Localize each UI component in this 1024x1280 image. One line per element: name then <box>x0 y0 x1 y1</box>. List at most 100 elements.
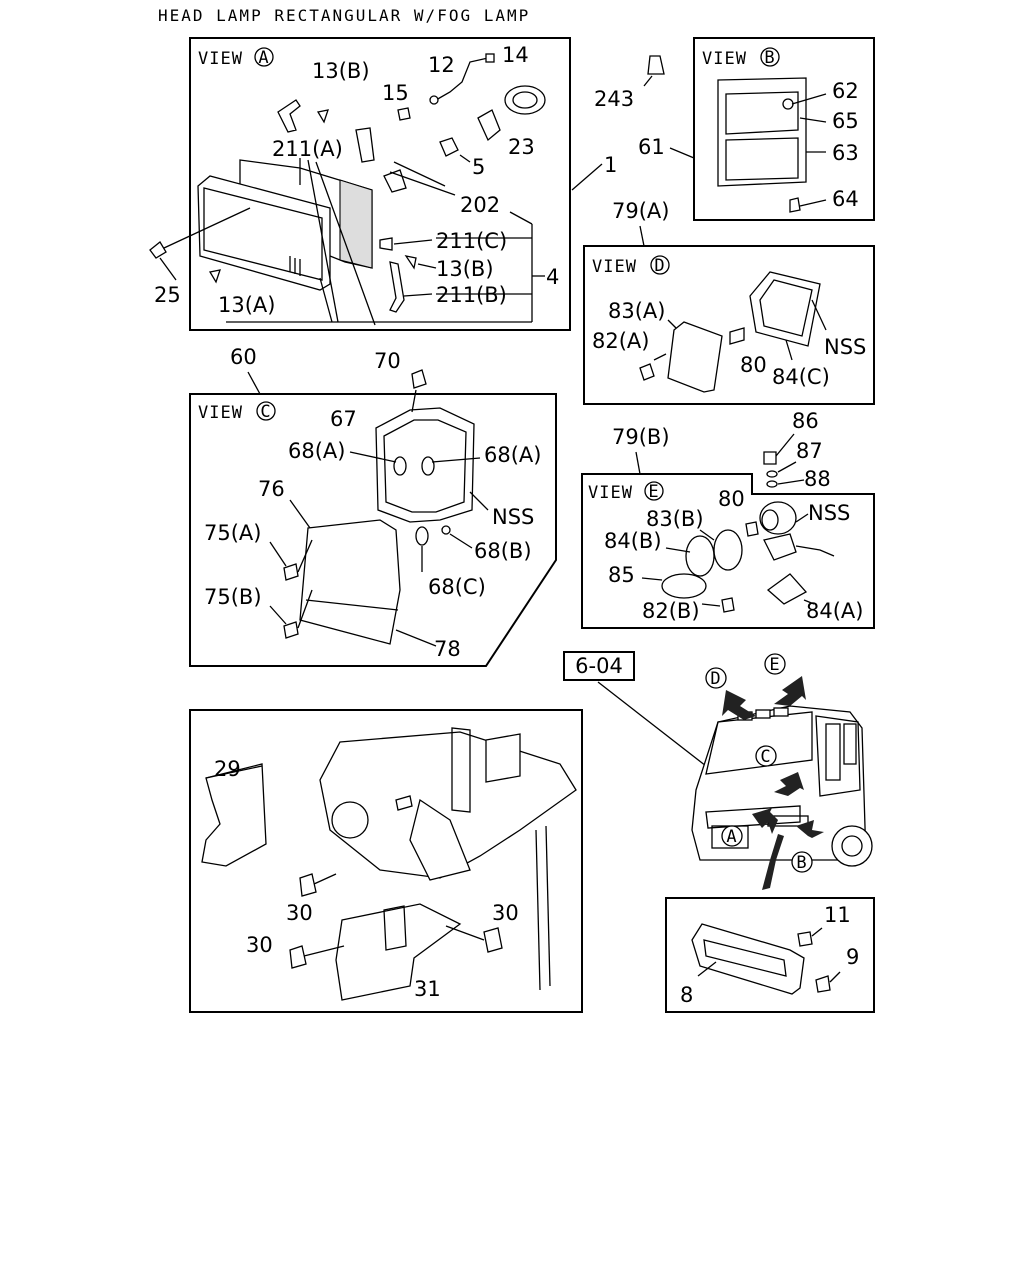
boot-83b-part <box>713 529 743 571</box>
bracket-211a-part <box>277 99 301 133</box>
mounting-panel: 29 30 30 30 31 <box>189 709 583 1013</box>
clip-13b-part <box>316 109 329 124</box>
label-60: 60 <box>230 345 257 369</box>
label-79b: 79(B) <box>612 425 670 449</box>
label-243: 243 <box>594 87 634 111</box>
label-11: 11 <box>824 903 851 927</box>
label-62: 62 <box>832 79 859 103</box>
label-65: 65 <box>832 109 859 133</box>
diagram-title: HEAD LAMP RECTANGULAR W/FOG LAMP <box>158 6 530 25</box>
label-14: 14 <box>502 43 529 67</box>
ring-84b-part <box>685 535 715 577</box>
truck-illustration: D E C A B <box>691 653 873 890</box>
label-86: 86 <box>792 409 819 433</box>
label-25: 25 <box>154 283 181 307</box>
cable-12-part <box>435 57 489 101</box>
reference-label: 6-04 <box>575 654 623 678</box>
label-13b: 13(B) <box>436 257 494 281</box>
label-5: 5 <box>472 155 485 179</box>
label-c-nss: NSS <box>492 505 534 529</box>
bulb-5-part <box>439 137 459 157</box>
bracket-31-part <box>335 903 462 1001</box>
label-78: 78 <box>434 637 461 661</box>
view-a-letter: A <box>258 48 269 68</box>
bezel-8-part <box>691 923 805 995</box>
headlamp-assembly <box>197 159 373 291</box>
label-68b: 68(B) <box>474 539 532 563</box>
label-30-top: 30 <box>286 901 313 925</box>
view-a-panel: VIEW A <box>149 37 617 331</box>
label-12: 12 <box>428 53 455 77</box>
label-31: 31 <box>414 977 441 1001</box>
label-68c: 68(C) <box>428 575 486 599</box>
cover-78-part <box>299 519 401 645</box>
label-88: 88 <box>804 467 831 491</box>
view-d-prefix: VIEW <box>592 257 637 277</box>
label-85: 85 <box>608 563 635 587</box>
label-e-80: 80 <box>718 487 745 511</box>
label-15: 15 <box>382 81 409 105</box>
label-211c: 211(C) <box>436 229 507 253</box>
label-9: 9 <box>846 945 859 969</box>
bolt-25-part <box>149 241 167 259</box>
view-d-panel: VIEW D 83(A) 82(A) 80 84(C) NSS <box>583 245 875 405</box>
view-e-prefix: VIEW <box>588 483 633 503</box>
view-c-prefix: VIEW <box>198 403 243 423</box>
label-d-80: 80 <box>740 353 767 377</box>
ring-85-part <box>661 573 707 599</box>
label-23: 23 <box>508 135 535 159</box>
view-b-prefix: VIEW <box>702 49 747 69</box>
label-202: 202 <box>460 193 500 217</box>
label-68a-right: 68(A) <box>484 443 541 467</box>
label-211b: 211(B) <box>436 283 507 307</box>
reference-box <box>563 651 635 681</box>
label-84a: 84(A) <box>806 599 863 623</box>
view-a-prefix: VIEW <box>198 49 243 69</box>
label-84c: 84(C) <box>772 365 830 389</box>
view-b-letter: B <box>764 48 775 68</box>
ring-14-part <box>504 85 546 115</box>
label-84b: 84(B) <box>604 529 662 553</box>
label-75a: 75(A) <box>204 521 261 545</box>
marker-c: C <box>760 747 771 767</box>
label-70: 70 <box>374 349 401 373</box>
label-87: 87 <box>796 439 823 463</box>
label-d-nss: NSS <box>824 335 866 359</box>
label-82b: 82(B) <box>642 599 700 623</box>
label-64: 64 <box>832 187 859 211</box>
label-30-right: 30 <box>492 901 519 925</box>
bezel-panel: 11 9 8 <box>665 897 875 1013</box>
label-76: 76 <box>258 477 285 501</box>
label-4: 4 <box>546 265 559 289</box>
label-75b: 75(B) <box>204 585 262 609</box>
gasket-84a-part <box>766 573 808 605</box>
view-b-panel: VIEW B 62 65 61 63 64 <box>638 37 875 221</box>
view-e-panel: VIEW E 86 87 88 80 NSS 83(B) 84(B) 85 82… <box>581 409 875 629</box>
cap-15-part <box>397 107 411 121</box>
label-211a: 211(A) <box>272 137 343 161</box>
label-1: 1 <box>604 153 617 177</box>
marker-e: E <box>769 655 780 675</box>
marker-a: A <box>726 827 737 847</box>
lens-83a-part <box>667 321 723 393</box>
view-c-panel: VIEW C 70 67 68(A) 68(A) 76 NSS 75(A) 68… <box>189 349 557 667</box>
part-243 <box>647 55 665 75</box>
label-30-left: 30 <box>246 933 273 957</box>
view-c-letter: C <box>260 402 271 422</box>
label-83a: 83(A) <box>608 299 665 323</box>
label-63: 63 <box>832 141 859 165</box>
label-79a: 79(A) <box>612 199 669 223</box>
label-8: 8 <box>680 983 693 1007</box>
marker-b: B <box>796 853 807 873</box>
label-13a: 13(A) <box>218 293 275 317</box>
label-67: 67 <box>330 407 357 431</box>
boot-23-part <box>477 109 501 142</box>
marker-d: D <box>710 669 721 689</box>
clip-70-part <box>411 369 427 389</box>
label-e-nss: NSS <box>808 501 850 525</box>
label-61: 61 <box>638 135 665 159</box>
label-82a: 82(A) <box>592 329 649 353</box>
view-d-letter: D <box>654 256 665 276</box>
view-e-letter: E <box>648 482 659 502</box>
